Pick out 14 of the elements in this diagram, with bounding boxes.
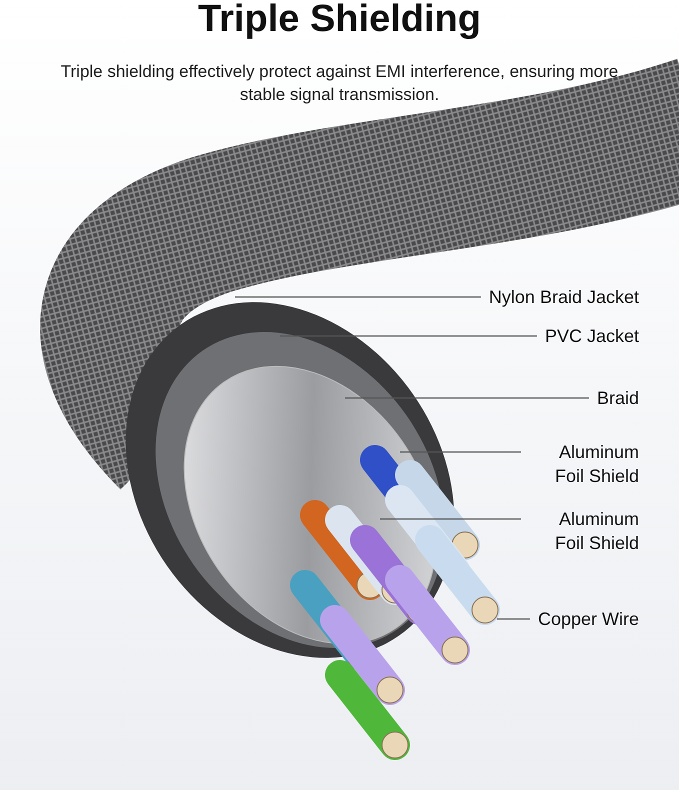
leader-line xyxy=(345,397,589,399)
leader-line xyxy=(380,518,521,520)
caption: Triple shielding effectively protect against EMI interference, ensuring more stable signal transmission. xyxy=(60,61,619,106)
part-label: Aluminum Foil Shield xyxy=(521,507,639,555)
leader-line xyxy=(497,618,530,620)
part-label: Braid xyxy=(588,386,639,410)
part-label: Aluminum Foil Shield xyxy=(521,440,639,488)
part-label: Copper Wire xyxy=(530,607,639,631)
leader-line xyxy=(280,335,537,337)
part-label: PVC Jacket xyxy=(536,324,639,348)
part-label: Nylon Braid Jacket xyxy=(480,285,639,309)
leader-line xyxy=(235,296,481,298)
leader-line xyxy=(400,451,521,453)
title: Triple Shielding xyxy=(197,0,482,41)
